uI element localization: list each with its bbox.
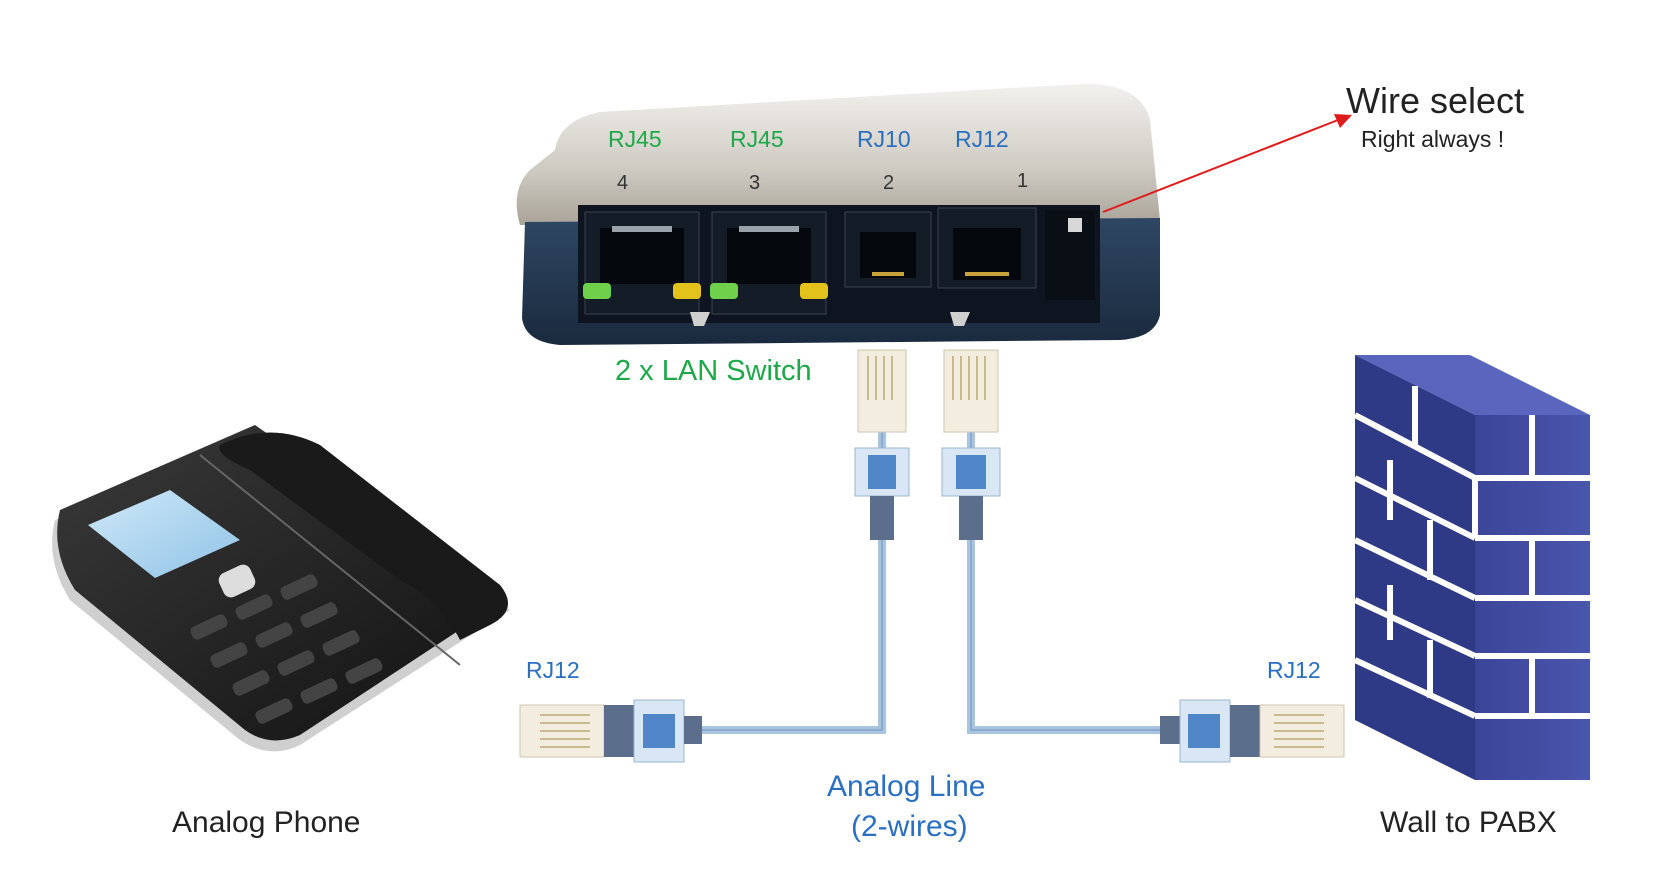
router-device [516, 83, 1160, 345]
port-4-type-label: RJ45 [608, 126, 662, 152]
analog-line-wires-label: (2-wires) [851, 810, 968, 843]
port-2-rj10-shape [844, 211, 932, 288]
port-3-type-label: RJ45 [730, 126, 784, 152]
analog-phone-label: Analog Phone [172, 806, 361, 839]
port-3-rj45-shape [710, 211, 828, 315]
port-3-green-led [710, 283, 738, 299]
rj12-plug-vertical [941, 349, 1001, 540]
phone-connector-label: RJ12 [526, 657, 580, 683]
lan-switch-label: 2 x LAN Switch [615, 355, 812, 387]
brick-wall-image [1353, 355, 1590, 780]
phone-rj12-plug [519, 699, 702, 763]
port-1-rj12-shape [937, 207, 1037, 289]
wire-select-title: Wire select [1346, 80, 1525, 121]
wire-select-arrow [1102, 114, 1352, 213]
analog-phone-image [52, 425, 511, 752]
port-4-green-led [583, 283, 611, 299]
phone-screen [88, 490, 240, 578]
wire-select-note: Right always ! [1361, 126, 1505, 152]
analog-line-label: Analog Line [827, 770, 986, 803]
port-3-yellow-led [800, 283, 828, 299]
port-1-type-label: RJ12 [955, 126, 1009, 152]
phone-nav-button [218, 564, 256, 598]
wall-to-pabx-label: Wall to PABX [1380, 806, 1557, 839]
rj10-plug-vertical [854, 349, 910, 540]
port-4-yellow-led [673, 283, 701, 299]
port-2-type-label: RJ10 [857, 126, 911, 152]
port-4-rj45-shape [583, 211, 701, 315]
cable-rj10-to-phone [700, 390, 886, 734]
port-2-number: 2 [883, 172, 895, 194]
wire-select-switch [1068, 218, 1082, 232]
port-3-number: 3 [749, 172, 761, 194]
wall-rj12-plug [1160, 699, 1345, 763]
phone-handset [219, 432, 508, 640]
port-4-number: 4 [617, 172, 629, 194]
port-1-number: 1 [1017, 170, 1029, 192]
wall-connector-label: RJ12 [1267, 657, 1321, 683]
cable-rj12-to-wall [967, 390, 1160, 734]
